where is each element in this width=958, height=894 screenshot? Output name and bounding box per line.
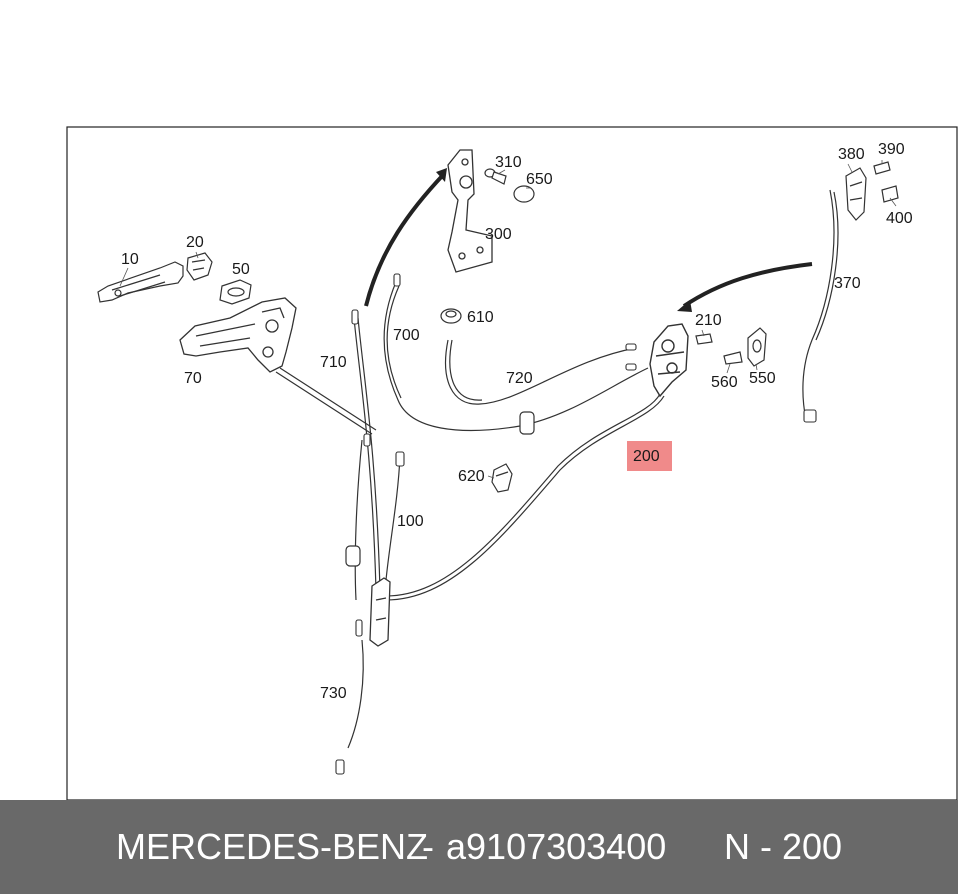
cable-700 xyxy=(383,281,649,431)
leader-lines xyxy=(119,160,897,479)
part-390-screw-shape xyxy=(873,161,891,175)
callout-710: 710 xyxy=(320,354,347,371)
cable-200 xyxy=(385,395,665,601)
footer-position-ref: N - 200 xyxy=(724,826,843,867)
part-210-screw-shape xyxy=(695,333,713,345)
part-70-handle-carrier-shape xyxy=(179,297,297,373)
part-650-cap-shape xyxy=(513,185,535,203)
cable-720 xyxy=(444,339,637,405)
cable-sleeve-700 xyxy=(519,411,535,435)
callout-700: 700 xyxy=(393,327,420,344)
part-560-screw-shape xyxy=(723,351,743,365)
part-620-clip-shape xyxy=(491,463,513,493)
part-200-door-lock-shape xyxy=(649,323,689,398)
part-20-cap-shape xyxy=(186,252,213,281)
cable-end-fittings xyxy=(335,273,817,775)
part-400-pin-shape xyxy=(881,185,899,203)
callout-730: 730 xyxy=(320,685,347,702)
cable-100 xyxy=(385,455,401,581)
arrow-head-bracket xyxy=(436,168,447,182)
cable-70-link xyxy=(275,367,377,435)
callout-400: 400 xyxy=(886,210,913,227)
callout-50: 50 xyxy=(232,261,250,278)
callout-610: 610 xyxy=(467,309,494,326)
callout-550: 550 xyxy=(749,370,776,387)
part-380-lock-shape xyxy=(845,167,867,221)
callout-370: 370 xyxy=(834,275,861,292)
diagram-frame xyxy=(66,126,958,801)
callout-10: 10 xyxy=(121,251,139,268)
footer-bar: MERCEDES-BENZ - a9107303400 N - 200 xyxy=(0,800,958,894)
callout-620: 620 xyxy=(458,468,485,485)
cable-370 xyxy=(802,189,835,421)
part-300-bracket-shape xyxy=(447,149,493,273)
part-550-striker-shape xyxy=(747,327,767,367)
callout-560: 560 xyxy=(711,374,738,391)
cables xyxy=(275,189,839,749)
footer-brand: MERCEDES-BENZ xyxy=(116,826,429,867)
callout-310: 310 xyxy=(495,154,522,171)
callout-70: 70 xyxy=(184,370,202,387)
footer-separator: - xyxy=(422,826,434,867)
callout-390: 390 xyxy=(878,141,905,158)
callout-650: 650 xyxy=(526,171,553,188)
callout-380: 380 xyxy=(838,146,865,163)
part-610-grommet-shape xyxy=(440,308,462,324)
part-50-gasket-shape xyxy=(219,279,252,305)
callout-720: 720 xyxy=(506,370,533,387)
callout-20: 20 xyxy=(186,234,204,251)
callout-200: 200 xyxy=(633,448,660,465)
inner-release-unit-shape xyxy=(369,577,391,647)
highlight-box-200 xyxy=(627,441,672,471)
callout-100: 100 xyxy=(397,513,424,530)
cable-sleeve-710 xyxy=(345,545,361,567)
footer-part-number: a9107303400 xyxy=(446,826,667,867)
callout-210: 210 xyxy=(695,312,722,329)
arrow-head-lock xyxy=(677,300,692,312)
arrow-to-bracket xyxy=(364,172,446,307)
arrow-to-lock xyxy=(682,262,813,308)
part-310-screw-shape xyxy=(484,168,507,185)
cable-730 xyxy=(347,639,364,749)
part-10-door-handle-shape xyxy=(97,261,184,303)
cable-710 xyxy=(353,317,377,591)
callout-300: 300 xyxy=(485,226,512,243)
